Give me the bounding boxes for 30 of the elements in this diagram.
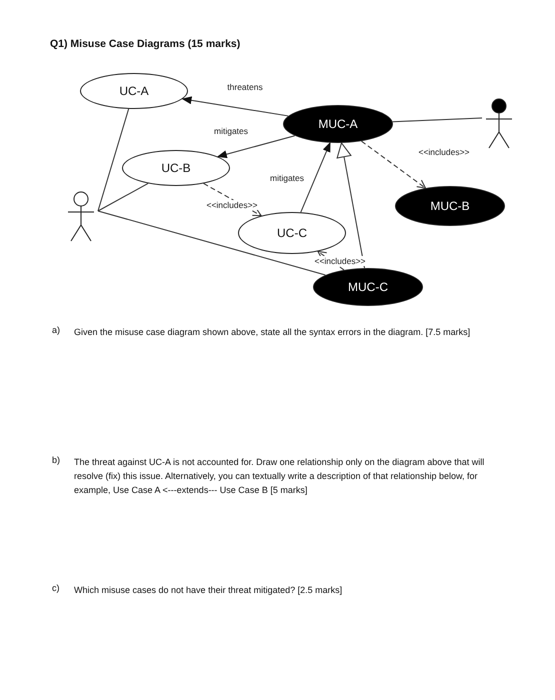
actor-icon bbox=[66, 191, 96, 243]
edge-label: mitigates bbox=[269, 173, 305, 183]
misuse-case-ellipse: MUC-B bbox=[395, 186, 505, 226]
use-case-ellipse: UC-B bbox=[122, 150, 230, 186]
question-text: Given the misuse case diagram shown above, state all the syntax errors in the diagram. [7.5 marks] bbox=[74, 326, 472, 339]
edge-label: <<includes>> bbox=[205, 200, 259, 210]
question-letter: c) bbox=[52, 583, 60, 593]
association-line bbox=[98, 182, 149, 212]
dashed-arrow bbox=[360, 140, 426, 189]
question-letter: a) bbox=[52, 325, 60, 335]
arrow bbox=[300, 142, 331, 213]
edge-label: threatens bbox=[226, 82, 264, 92]
use-case-ellipse: UC-A bbox=[80, 73, 188, 109]
question-text: The threat against UC-A is not accounted for. Draw one relationship only on the diagram above that will resolve (fix) this issue. Alternatively, you can textually write a description of that relationship below, for example, Use Case A <---extends--- Use Case B [5 marks] bbox=[74, 456, 486, 497]
title: Q1) Misuse Case Diagrams (15 marks) bbox=[50, 38, 240, 50]
question-letter: b) bbox=[52, 455, 60, 465]
arrow bbox=[216, 135, 296, 158]
misuse-case-ellipse: MUC-A bbox=[283, 105, 393, 143]
arrow bbox=[182, 96, 289, 116]
edge-label: <<includes>> bbox=[313, 256, 367, 266]
misuse-case-ellipse: MUC-C bbox=[313, 268, 423, 306]
edge-label: <<includes>> bbox=[417, 147, 471, 157]
edge-label: mitigates bbox=[213, 126, 249, 136]
association-line bbox=[392, 118, 482, 122]
misuser-actor-icon bbox=[484, 98, 510, 150]
use-case-ellipse: UC-C bbox=[238, 212, 346, 254]
question-text: Which misuse cases do not have their threat mitigated? [2.5 marks] bbox=[74, 584, 344, 597]
association-line bbox=[98, 210, 326, 276]
association-line bbox=[98, 108, 130, 212]
arrow bbox=[336, 142, 365, 269]
